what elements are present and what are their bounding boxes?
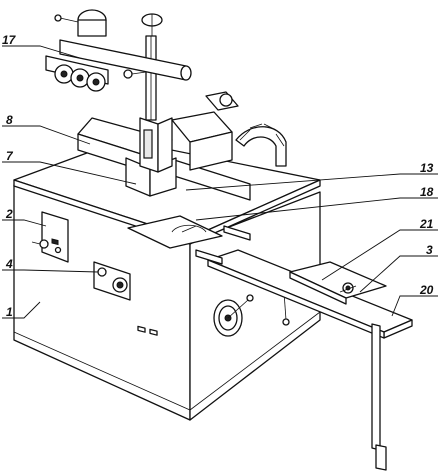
table-clamps [195,225,251,265]
callout-21: 21 [419,217,434,231]
dust-hose [205,91,287,167]
callout-20: 20 [419,283,434,297]
power-feeder [45,9,192,121]
callout-1: 1 [6,305,13,319]
callout-2: 2 [5,207,13,221]
callout-8: 8 [6,113,13,127]
callout-3: 3 [426,243,433,257]
sliding-carriage [289,261,387,305]
callout-17: 17 [2,33,17,47]
leader-lines [2,45,438,319]
speed-switch [93,261,158,336]
callout-4: 4 [5,257,13,271]
callout-18: 18 [420,185,434,199]
height-handwheel [213,294,254,337]
fence-assembly [77,111,251,201]
callout-labels: 17 8 7 2 4 1 13 18 21 3 20 [2,33,434,319]
sliding-rail [207,249,413,471]
callout-13: 13 [420,161,434,175]
mitre-guide [127,215,223,249]
control-panel [31,211,69,263]
callout-7: 7 [6,149,14,163]
